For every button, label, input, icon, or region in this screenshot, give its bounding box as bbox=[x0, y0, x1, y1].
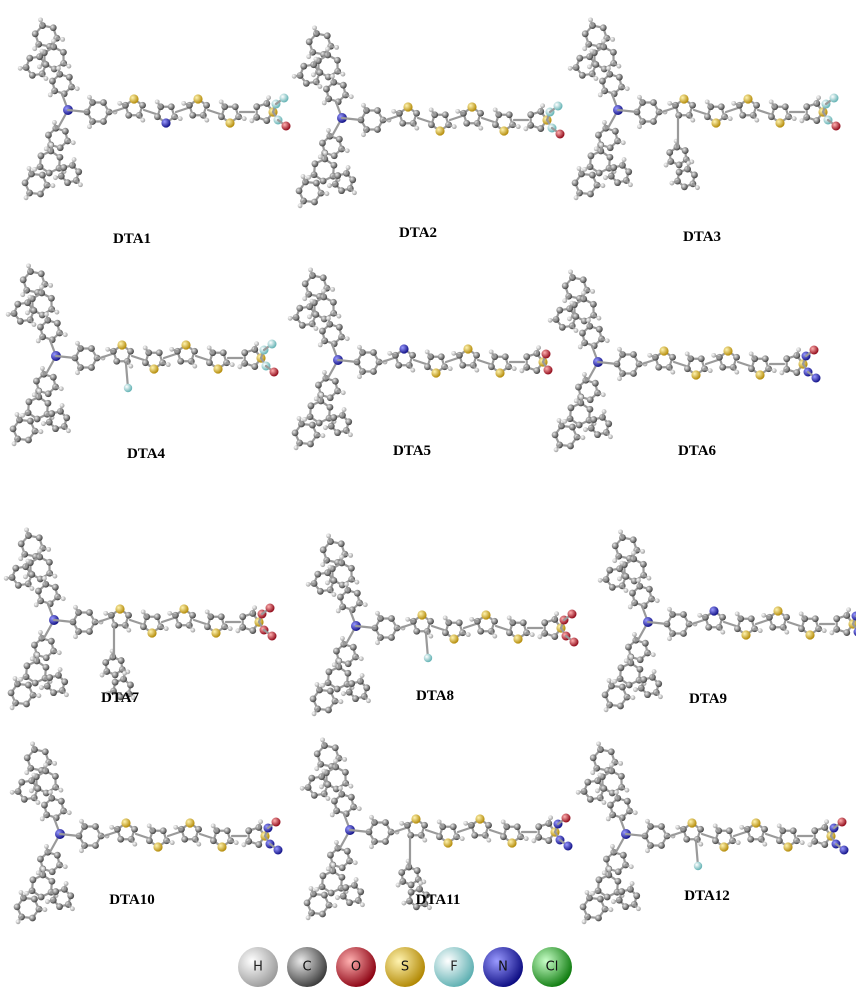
panel-dta7: DTA7 bbox=[3, 527, 277, 711]
molecule-dta5-icon bbox=[287, 267, 553, 451]
molecule-dta9-icon bbox=[597, 529, 856, 713]
molecule-label: DTA4 bbox=[127, 446, 166, 462]
molecule-dta10-icon bbox=[9, 741, 283, 925]
panel-dta8: DTA8 bbox=[305, 533, 579, 717]
molecule-dta4-icon bbox=[5, 263, 279, 447]
legend-item-f: F bbox=[434, 947, 474, 987]
molecule-dta11-icon bbox=[299, 737, 573, 921]
molecule-dta2-icon bbox=[291, 25, 565, 209]
molecule-dta6-icon bbox=[547, 269, 821, 453]
legend-label: S bbox=[401, 960, 409, 975]
legend-label: C bbox=[302, 960, 311, 975]
legend-sphere-o-icon bbox=[336, 947, 376, 987]
molecule-label: DTA2 bbox=[399, 225, 437, 241]
panel-dta5: DTA5 bbox=[287, 267, 553, 459]
molecule-label: DTA11 bbox=[416, 892, 461, 908]
legend-sphere-s-icon bbox=[385, 947, 425, 987]
legend-sphere-c-icon bbox=[287, 947, 327, 987]
legend-label: N bbox=[498, 960, 508, 975]
legend-label: F bbox=[450, 960, 457, 975]
molecule-label: DTA8 bbox=[416, 688, 454, 704]
panel-dta10: DTA10 bbox=[9, 741, 283, 925]
panel-dta3: DTA3 bbox=[567, 17, 841, 245]
molecule-dta8-icon bbox=[305, 533, 579, 717]
molecule-label: DTA6 bbox=[678, 443, 717, 459]
element-legend: H C O S F N Cl bbox=[238, 947, 572, 987]
legend-sphere-cl-icon bbox=[532, 947, 572, 987]
molecule-label: DTA5 bbox=[393, 443, 431, 459]
panel-dta6: DTA6 bbox=[547, 269, 821, 459]
panel-dta1: DTA1 bbox=[17, 17, 291, 247]
molecule-dta12-icon bbox=[575, 741, 849, 925]
molecule-dta3-icon bbox=[567, 17, 841, 201]
molecule-label: DTA3 bbox=[683, 229, 721, 245]
legend-item-o: O bbox=[336, 947, 376, 987]
panel-dta9: DTA9 bbox=[597, 529, 856, 713]
molecule-label: DTA9 bbox=[689, 691, 727, 707]
legend-item-cl: Cl bbox=[532, 947, 572, 987]
molecule-label: DTA7 bbox=[101, 690, 140, 706]
legend-item-h: H bbox=[238, 947, 278, 987]
panel-dta2: DTA2 bbox=[291, 25, 565, 241]
panel-dta11: DTA11 bbox=[299, 737, 573, 921]
panel-dta4: DTA4 bbox=[5, 263, 279, 462]
molecule-label: DTA1 bbox=[113, 231, 151, 247]
legend-label: H bbox=[253, 960, 263, 975]
legend-item-n: N bbox=[483, 947, 523, 987]
legend-label: O bbox=[351, 960, 361, 975]
legend-sphere-n-icon bbox=[483, 947, 523, 987]
panel-dta12: DTA12 bbox=[575, 741, 849, 925]
legend-label: Cl bbox=[546, 960, 559, 975]
molecule-dta1-icon bbox=[17, 17, 291, 201]
molecule-label: DTA12 bbox=[684, 888, 730, 904]
legend-item-c: C bbox=[287, 947, 327, 987]
legend-sphere-h-icon bbox=[238, 947, 278, 987]
legend-sphere-f-icon bbox=[434, 947, 474, 987]
molecule-dta7-icon bbox=[3, 527, 277, 711]
legend-item-s: S bbox=[385, 947, 425, 987]
molecule-label: DTA10 bbox=[109, 892, 155, 908]
